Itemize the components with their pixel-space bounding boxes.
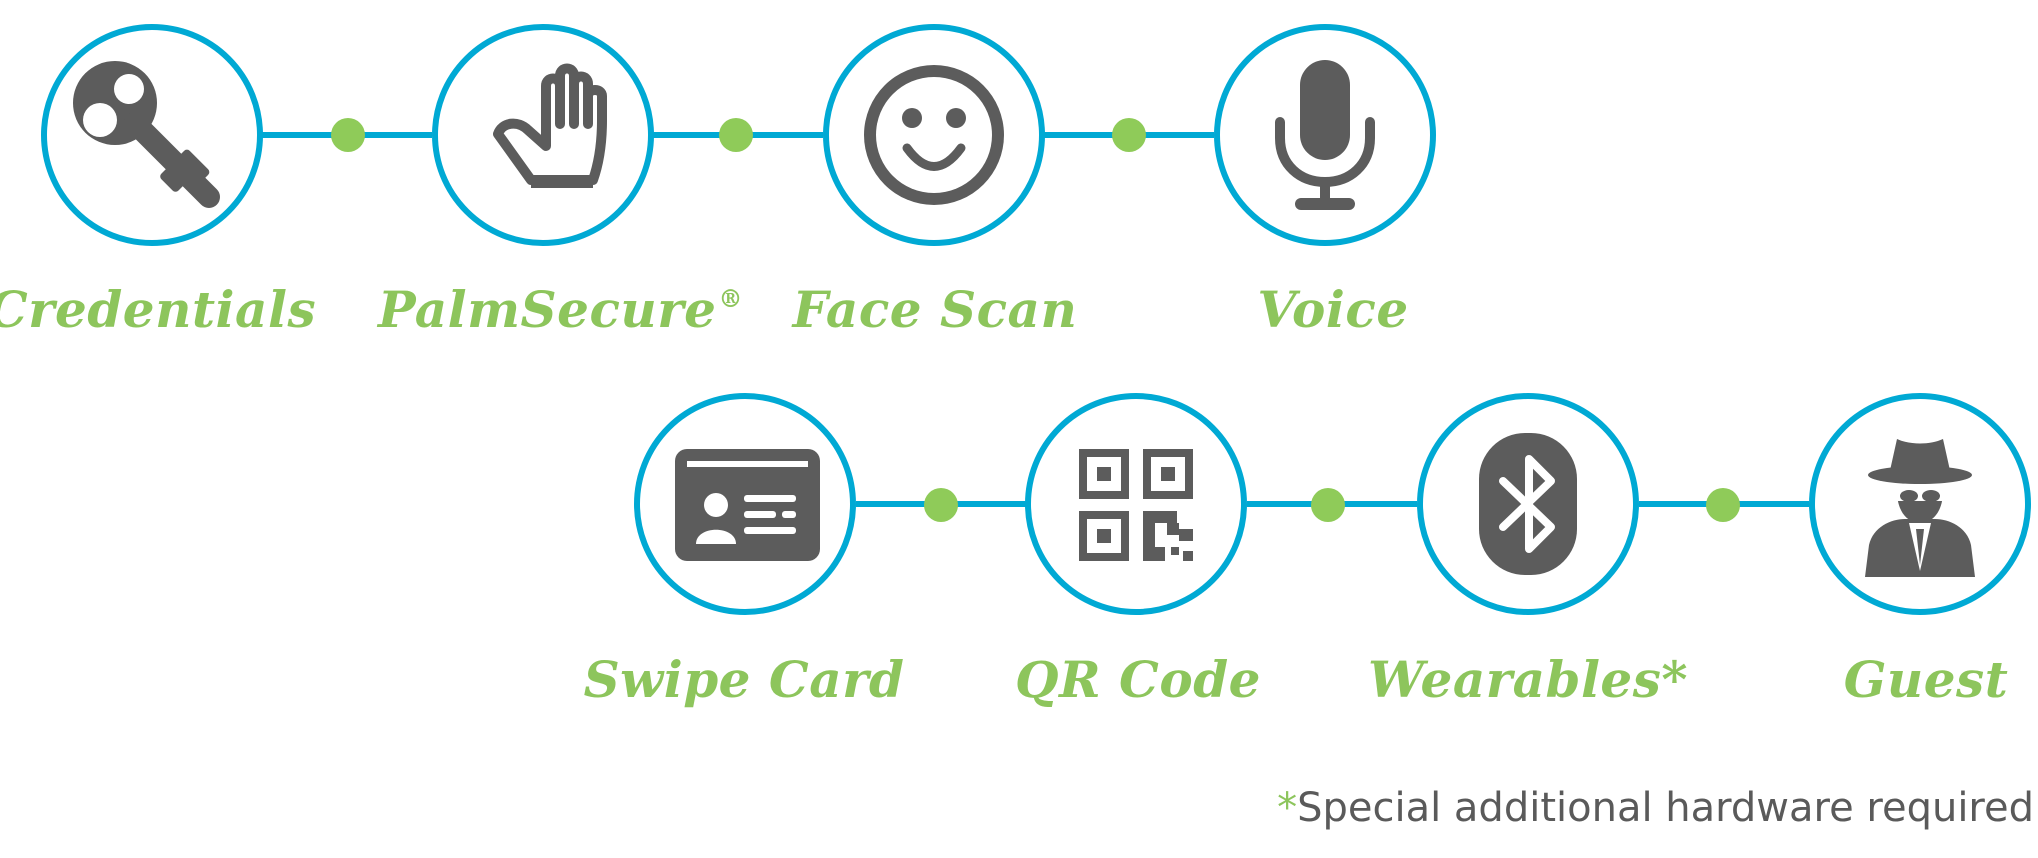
guest-node — [1809, 393, 2031, 615]
connector-dot — [924, 488, 958, 522]
palm-icon — [493, 63, 607, 188]
key-icon — [73, 61, 220, 208]
credentials-label: Credentials — [0, 280, 317, 339]
footnote: *Special additional hardware required — [1277, 785, 2034, 831]
swipe-card-label: Swipe Card — [583, 650, 905, 709]
wearables-node — [1417, 393, 1639, 615]
guest-label: Guest — [1843, 650, 2009, 709]
qr-code-label: QR Code — [1015, 650, 1261, 709]
qr-code-icon — [1079, 449, 1193, 561]
palmsecure-node — [432, 24, 654, 246]
qr-code-node — [1025, 393, 1247, 615]
footnote-marker: * — [1277, 785, 1298, 831]
voice-node — [1214, 24, 1436, 246]
registered-mark: ® — [718, 284, 743, 313]
footnote-text: Special additional hardware required — [1297, 785, 2034, 831]
microphone-icon — [1275, 60, 1375, 210]
credentials-node — [41, 24, 263, 246]
palmsecure-label-text: PalmSecure — [378, 280, 717, 339]
palmsecure-label: PalmSecure® — [378, 280, 742, 339]
face-scan-label: Face Scan — [792, 280, 1078, 339]
bluetooth-icon — [1479, 433, 1577, 575]
connector-dot — [331, 118, 365, 152]
face-scan-node — [823, 24, 1045, 246]
connector-dot — [1112, 118, 1146, 152]
smiley-face-icon — [864, 65, 1004, 205]
voice-label: Voice — [1257, 280, 1409, 339]
swipe-card-node — [634, 393, 856, 615]
connector-dot — [719, 118, 753, 152]
connector-dot — [1706, 488, 1740, 522]
spy-icon — [1865, 439, 1975, 577]
connector-dot — [1311, 488, 1345, 522]
id-card-icon — [675, 449, 820, 561]
wearables-label: Wearables* — [1367, 650, 1689, 709]
